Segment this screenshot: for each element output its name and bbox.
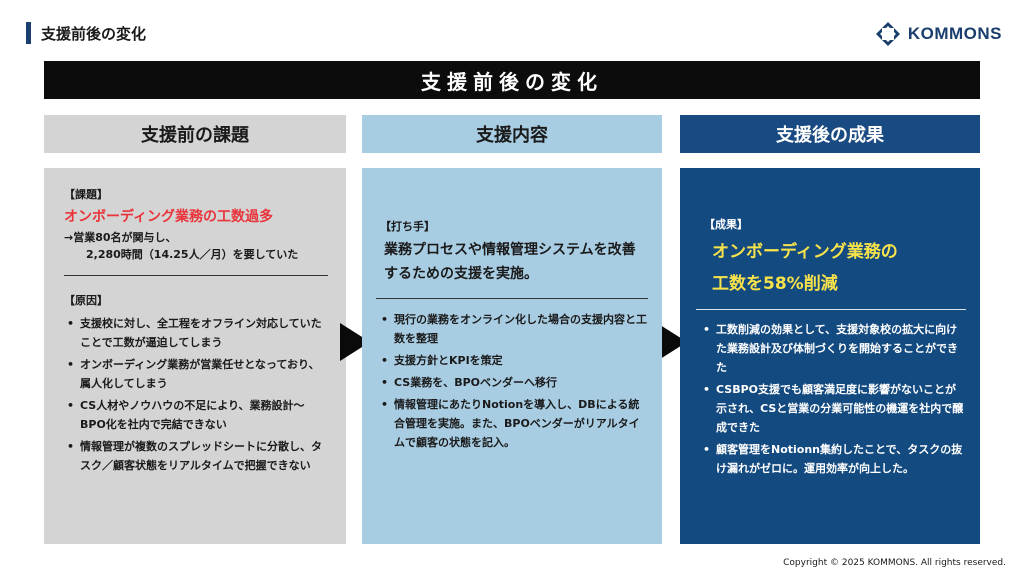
copyright-footer: Copyright © 2025 KOMMONS. All rights res… xyxy=(783,558,1006,568)
page-title: 支援前後の変化 xyxy=(41,24,147,43)
result-line-2: 工数を58%削減 xyxy=(712,274,838,294)
issue-line-1: →営業80名が関与し、 xyxy=(64,231,177,244)
list-item: 工数削減の効果として、支援対象校の拡大に向けた業務設計及び体制づくりを開始するこ… xyxy=(700,320,964,377)
issue-line-2: 2,280時間（14.25人／月）を要していた xyxy=(86,248,299,261)
divider xyxy=(696,309,966,310)
list-item: 支援校に対し、全工程をオフライン対応していたことで工数が逼迫してしまう xyxy=(64,314,326,352)
heading-before: 支援前の課題 xyxy=(44,115,346,153)
list-item: 支援方針とKPIを策定 xyxy=(378,351,650,370)
list-item: 現行の業務をオンライン化した場合の支援内容と工数を整理 xyxy=(378,310,650,348)
action-list: 現行の業務をオンライン化した場合の支援内容と工数を整理 支援方針とKPIを策定 … xyxy=(378,310,650,452)
result-list: 工数削減の効果として、支援対象校の拡大に向けた業務設計及び体制づくりを開始するこ… xyxy=(700,320,964,478)
list-item: 顧客管理をNotionn集約したことで、タスクの抜け漏れがゼロに。運用効率が向上… xyxy=(700,440,964,478)
action-summary: 業務プロセスや情報管理システムを改善するための支援を実施。 xyxy=(384,242,636,282)
list-item: オンボーディング業務が営業任せとなっており、属人化してしまう xyxy=(64,355,326,393)
heading-after: 支援後の成果 xyxy=(680,115,980,153)
list-item: 情報管理にあたりNotionを導入し、DBによる統合管理を実施。また、BPOベン… xyxy=(378,395,650,452)
list-item: CS業務を、BPOベンダーへ移行 xyxy=(378,373,650,392)
result-line-1: オンボーディング業務の xyxy=(712,242,898,262)
cause-list: 支援校に対し、全工程をオフライン対応していたことで工数が逼迫してしまう オンボー… xyxy=(64,314,326,475)
header-accent-bar xyxy=(26,22,31,44)
divider xyxy=(376,298,648,299)
heading-content: 支援内容 xyxy=(362,115,662,153)
company-logo: KOMMONS xyxy=(874,20,1002,48)
panel-content: 【打ち手】 業務プロセスや情報管理システムを改善するための支援を実施。 現行の業… xyxy=(362,168,662,544)
panel-before: 【課題】 オンボーディング業務の工数過多 →営業80名が関与し、 2,280時間… xyxy=(44,168,346,544)
action-label: 【打ち手】 xyxy=(380,220,435,233)
cause-label: 【原因】 xyxy=(64,294,108,307)
issue-label: 【課題】 xyxy=(64,188,108,201)
divider xyxy=(64,275,328,276)
panel-after: 【成果】 オンボーディング業務の 工数を58%削減 工数削減の効果として、支援対… xyxy=(680,168,980,544)
result-label: 【成果】 xyxy=(704,218,748,231)
issue-title: オンボーディング業務の工数過多 xyxy=(64,209,274,225)
main-banner: 支援前後の変化 xyxy=(44,61,980,99)
list-item: CSBPO支援でも顧客満足度に影響がないことが示され、CSと営業の分業可能性の機… xyxy=(700,380,964,437)
list-item: CS人材やノウハウの不足により、業務設計〜BPO化を社内で完結できない xyxy=(64,396,326,434)
logo-text: KOMMONS xyxy=(907,24,1002,43)
list-item: 情報管理が複数のスプレッドシートに分散し、タスク／顧客状態をリアルタイムで把握で… xyxy=(64,437,326,475)
kommons-logo-icon xyxy=(875,22,900,46)
page-header: 支援前後の変化 xyxy=(26,22,146,44)
